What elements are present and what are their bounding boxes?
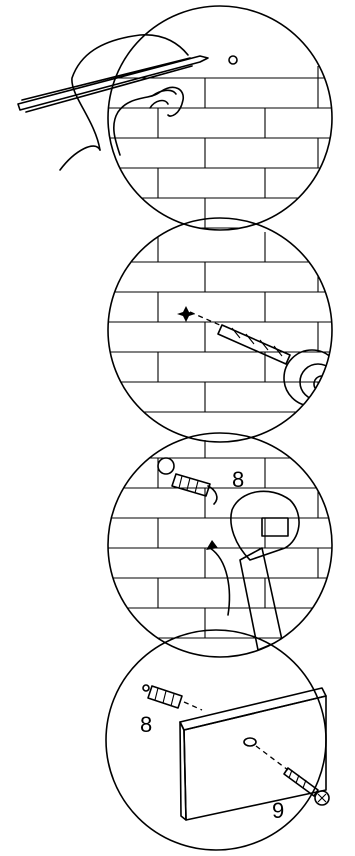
panel-dowel-icon xyxy=(143,685,202,710)
dowel-part-label: 8 xyxy=(232,467,244,492)
drill-point-icon xyxy=(177,306,195,322)
step-1-mark-wall xyxy=(18,6,340,230)
step-1-circle xyxy=(108,6,332,230)
screw-part-label: 9 xyxy=(272,798,284,823)
shelf-screw-icon xyxy=(180,688,329,820)
hammer-dowel-icon xyxy=(206,491,299,650)
step-2-drill xyxy=(100,218,340,442)
drill-icon xyxy=(218,325,340,406)
dowel-icon xyxy=(172,474,210,496)
wall-hole xyxy=(158,458,174,474)
drill-mark xyxy=(229,56,237,64)
brick-wall-2 xyxy=(100,232,340,412)
step-3-hammer: 8 xyxy=(100,433,340,657)
panel-dowel-part-label: 8 xyxy=(140,712,152,737)
dowel-tip xyxy=(208,486,217,504)
step-4-circle xyxy=(106,630,326,850)
drill-guide-line xyxy=(190,312,222,326)
step-4-shelf: 8 9 xyxy=(106,630,329,850)
brick-wall-1 xyxy=(100,66,340,228)
step-3-circle xyxy=(108,433,332,657)
